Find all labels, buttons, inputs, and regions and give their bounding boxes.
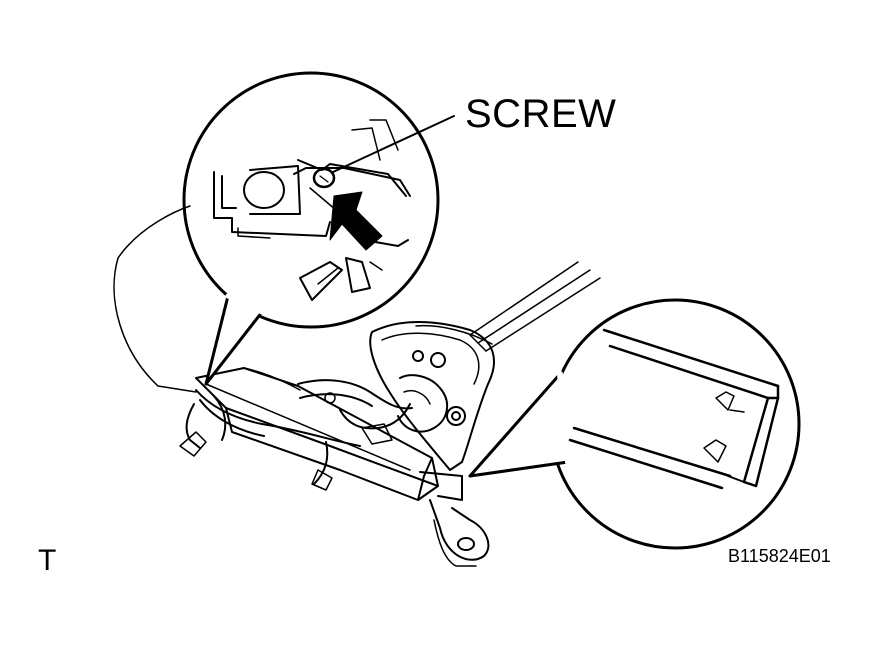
detail-bubble-left (184, 73, 438, 384)
figure-code-label: B115824E01 (728, 546, 831, 566)
seat-frame (196, 368, 488, 566)
screw-marker (314, 169, 334, 187)
screw-leader-line (333, 116, 454, 172)
detail-mechanism (214, 120, 410, 300)
seat-rails (470, 262, 600, 351)
screw-callout-label: SCREW (465, 92, 617, 136)
detail-bubble-right (470, 300, 799, 548)
detail-rail (570, 330, 778, 488)
recliner-plate (370, 322, 494, 470)
corner-letter-label: T (38, 544, 57, 577)
wire-harness (180, 380, 412, 490)
arrow-icon (330, 192, 382, 250)
seat-cushion (114, 206, 492, 392)
